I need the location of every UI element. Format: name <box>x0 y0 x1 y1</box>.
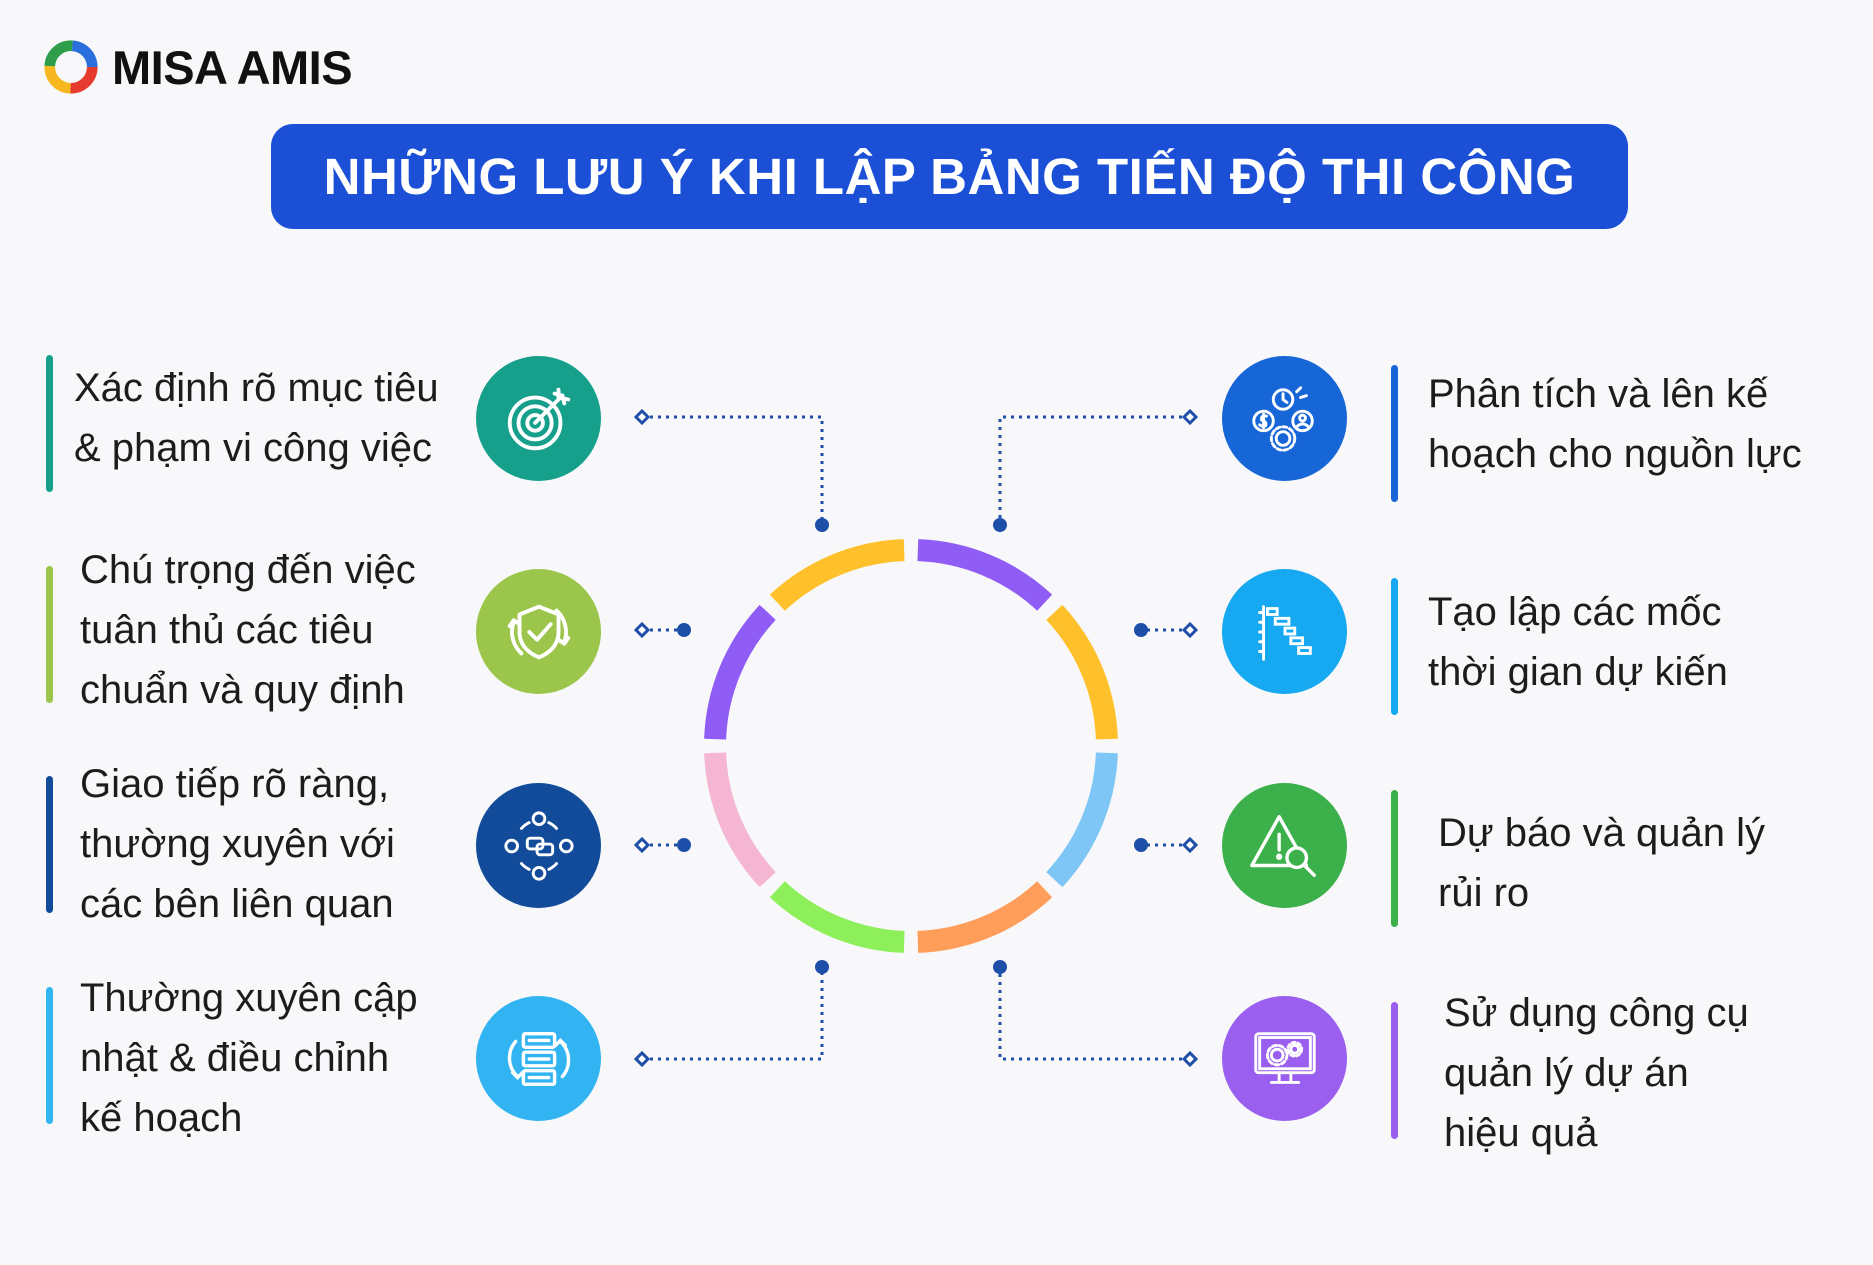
title-banner: NHỮNG LƯU Ý KHI LẬP BẢNG TIẾN ĐỘ THI CÔN… <box>271 124 1628 229</box>
connector-dot <box>993 518 1007 532</box>
connector-dot <box>815 960 829 974</box>
ring-segment <box>769 881 905 953</box>
left-item-1-text: Xác định rõ mục tiêu & phạm vi công việc <box>74 366 439 470</box>
left-item-4-bar <box>46 987 53 1124</box>
right-item-4-text: Sử dụng công cụ quản lý dự án hiệu quả <box>1444 991 1749 1155</box>
ring-segment <box>769 539 905 611</box>
connector-left-4 <box>642 968 824 1061</box>
connector-dot <box>993 960 1007 974</box>
right-item-4-bar <box>1391 1002 1398 1139</box>
left-item-4-badge <box>476 996 601 1121</box>
page-title: NHỮNG LƯU Ý KHI LẬP BẢNG TIẾN ĐỘ THI CÔN… <box>323 148 1576 205</box>
shield-check-icon <box>507 604 570 659</box>
risk-icon <box>1249 814 1316 877</box>
ring-segment <box>704 752 776 888</box>
brand-name: MISA AMIS <box>112 40 353 94</box>
connector-diamond <box>1181 621 1199 639</box>
connector-right-1 <box>998 415 1190 523</box>
left-item-1-bar <box>46 355 53 492</box>
right-item-1-badge <box>1222 356 1347 481</box>
connector-right-4 <box>998 968 1190 1061</box>
right-item-2-badge <box>1222 569 1347 694</box>
left-item-2-text: Chú trọng đến việc tuân thủ các tiêu chu… <box>80 548 416 712</box>
center-ring <box>704 539 1118 953</box>
ring-segment <box>704 604 776 740</box>
connector-diamond <box>633 1050 651 1068</box>
right-item-4-badge <box>1222 996 1347 1121</box>
right-item-3-text: Dự báo và quản lý rủi ro <box>1438 811 1765 915</box>
connector-dot <box>677 838 691 852</box>
right-item-3-badge <box>1222 783 1347 908</box>
connector-diamond <box>633 621 651 639</box>
ring-segment <box>917 539 1053 611</box>
left-item-2-badge <box>476 569 601 694</box>
connector-diamond <box>633 408 651 426</box>
connector-left-1 <box>642 415 824 523</box>
communication-icon <box>503 810 574 881</box>
gantt-icon <box>1257 604 1312 661</box>
connector-dot <box>1134 838 1148 852</box>
right-item-2-bar <box>1391 578 1398 715</box>
right-item-1-bar <box>1391 365 1398 502</box>
connector-diamond <box>633 836 651 854</box>
left-item-2-bar <box>46 566 53 703</box>
monitor-gear-icon <box>1253 1031 1316 1084</box>
ring-segment <box>917 881 1053 953</box>
misa-logo-icon <box>44 40 98 94</box>
left-item-4-text: Thường xuyên cập nhật & điều chỉnh kế ho… <box>80 976 418 1140</box>
left-item-3-text: Giao tiếp rõ ràng, thường xuyên với các … <box>80 762 395 926</box>
ring-segment <box>1046 752 1118 888</box>
connector-diamond <box>1181 1050 1199 1068</box>
document-sync-icon <box>507 1031 570 1086</box>
left-item-3-badge <box>476 783 601 908</box>
connector-diamond <box>1181 836 1199 854</box>
right-item-2-text: Tạo lập các mốc thời gian dự kiến <box>1428 590 1728 694</box>
right-item-3-bar <box>1391 790 1398 927</box>
left-item-3-bar <box>46 776 53 913</box>
right-item-1-text: Phân tích và lên kế hoạch cho nguồn lực <box>1428 372 1802 476</box>
ring-segment <box>1046 604 1118 740</box>
target-icon <box>507 387 570 450</box>
connector-diamond <box>1181 408 1199 426</box>
connector-dot <box>1134 623 1148 637</box>
left-item-1-badge <box>476 356 601 481</box>
brand-logo: MISA AMIS <box>42 38 353 96</box>
connector-dot <box>815 518 829 532</box>
connector-dot <box>677 623 691 637</box>
resource-icon <box>1251 385 1314 452</box>
